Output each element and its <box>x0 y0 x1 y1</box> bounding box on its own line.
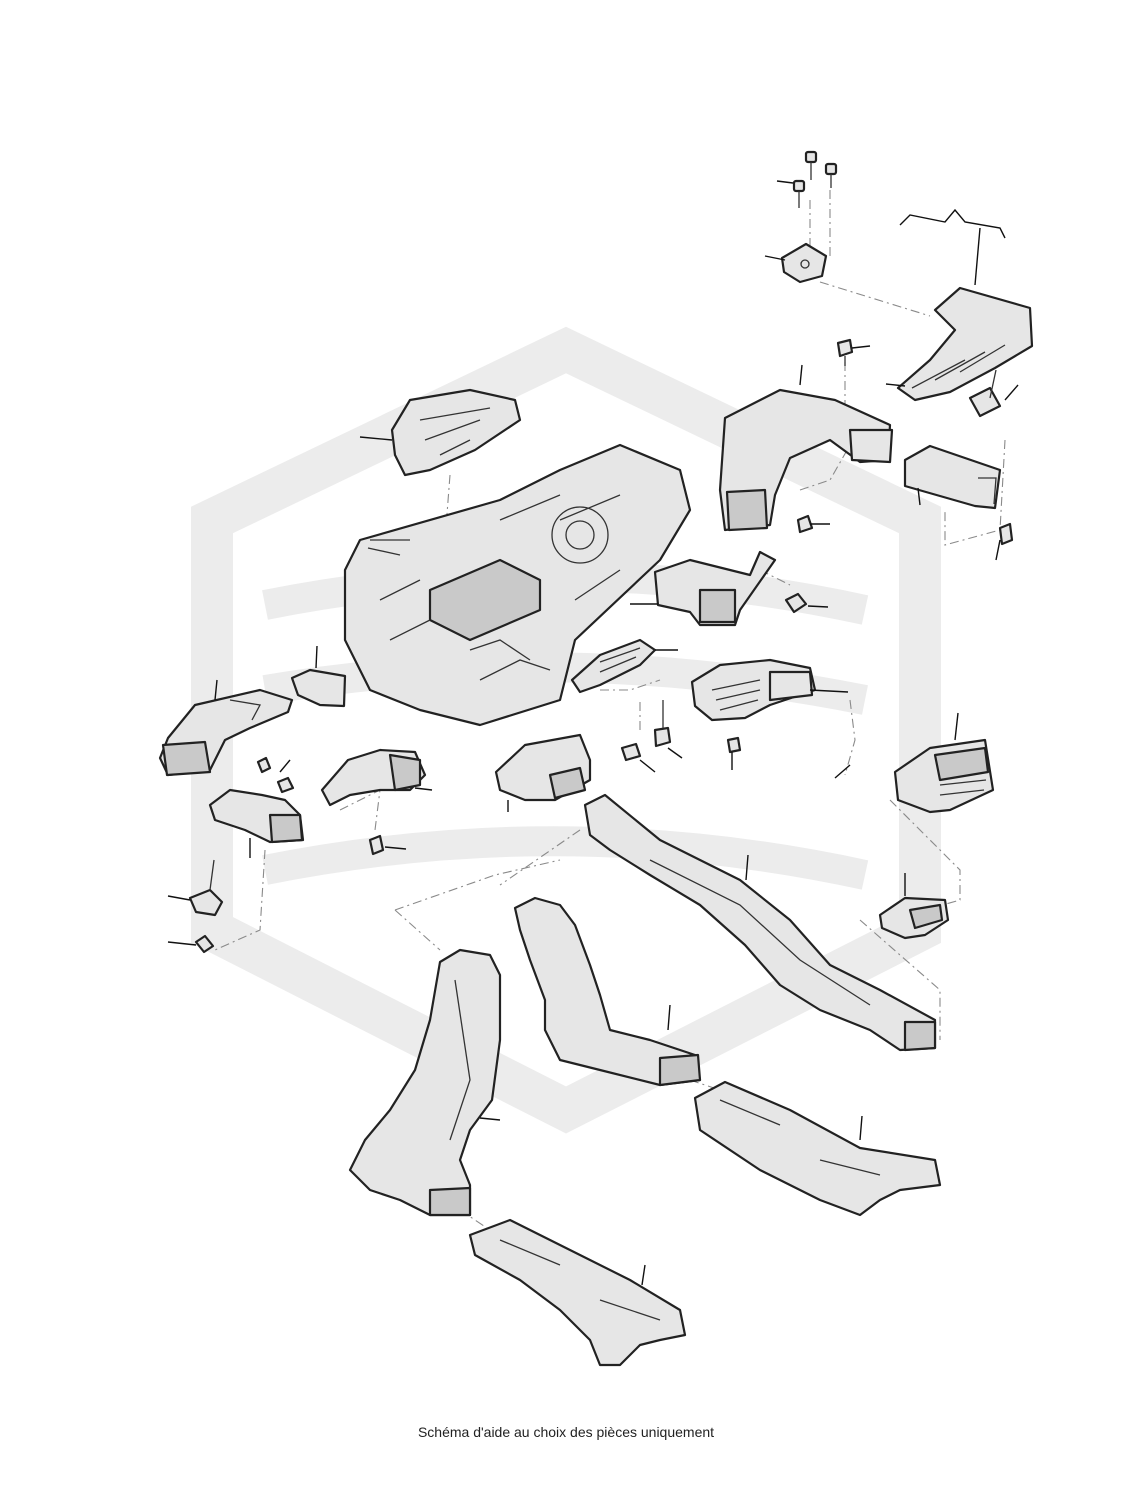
center-vent-housing <box>690 658 817 722</box>
group-bracket <box>899 208 1006 286</box>
center-connector-duct <box>653 550 777 627</box>
rear-vent <box>878 896 950 940</box>
connector-duct-upper <box>718 388 894 532</box>
leader-lines <box>167 180 1019 1286</box>
rear-floor-duct-center <box>513 896 702 1087</box>
servo-motor-left <box>188 859 224 917</box>
screws-top <box>792 150 838 208</box>
center-console-vent <box>494 733 592 802</box>
diagram-caption: Schéma d'aide au choix des pièces unique… <box>417 1424 715 1440</box>
bolt-center <box>784 592 808 614</box>
defrost-duct-top <box>390 388 522 477</box>
small-elbow <box>290 668 347 708</box>
defrost-nozzle <box>903 444 1002 510</box>
rear-floor-duct-left <box>348 948 502 1217</box>
fasteners <box>256 338 1014 856</box>
left-elbow-lower <box>208 788 305 844</box>
floor-channel-rear-right <box>693 1080 942 1217</box>
sensor-bracket <box>570 638 657 694</box>
center-floor-duct <box>583 793 937 1052</box>
floor-channel-rear-left <box>468 1218 687 1367</box>
actuator-top <box>780 242 828 284</box>
left-side-duct <box>158 688 294 777</box>
foot-well-left-duct <box>320 748 427 807</box>
right-bezel-vent <box>893 738 995 814</box>
clip-left <box>194 934 215 954</box>
right-vent-duct <box>896 286 1034 418</box>
hvac-heater-box <box>343 443 692 727</box>
